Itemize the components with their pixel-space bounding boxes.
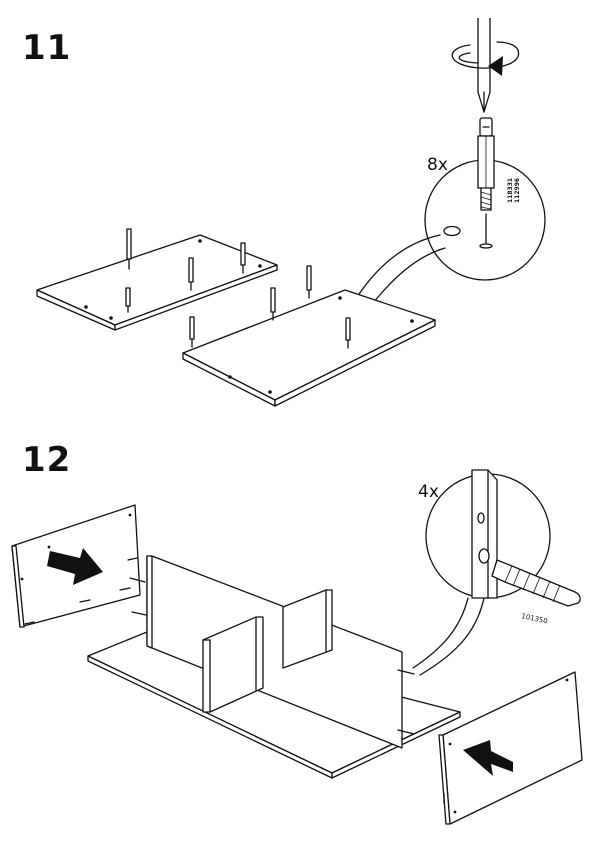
part-number-112996: 112996 [514, 178, 521, 203]
back-panel [146, 555, 403, 749]
wooden-dowel-icon [491, 559, 581, 607]
left-side-panel [11, 504, 141, 628]
step-11-quantity: 8x [427, 155, 448, 175]
cam-dowel-icon [477, 117, 495, 211]
rear-divider [282, 589, 333, 669]
right-panel [182, 289, 436, 407]
left-panel [36, 234, 278, 331]
step-11-callout-line [351, 234, 441, 306]
step-12-quantity: 4x [418, 482, 439, 502]
front-divider [202, 616, 264, 713]
cam-hole [443, 225, 461, 237]
part-number-118331: 118331 [507, 178, 514, 203]
right-side-panel [438, 671, 583, 825]
right-arrow-icon [463, 740, 513, 776]
step-12-callout-line [412, 597, 469, 669]
dowel-pins [129, 577, 415, 735]
screwdriver-icon [451, 18, 520, 113]
step-11-illustration: 118331 112996 [36, 18, 546, 407]
part-number-101350: 101350 [521, 612, 549, 625]
cam-dowels-in-panels [125, 228, 351, 349]
step-11-number: 11 [22, 28, 72, 68]
step-12-number: 12 [22, 440, 72, 480]
left-arrow-icon [47, 548, 103, 585]
step-12-illustration: 101350 [11, 469, 583, 825]
